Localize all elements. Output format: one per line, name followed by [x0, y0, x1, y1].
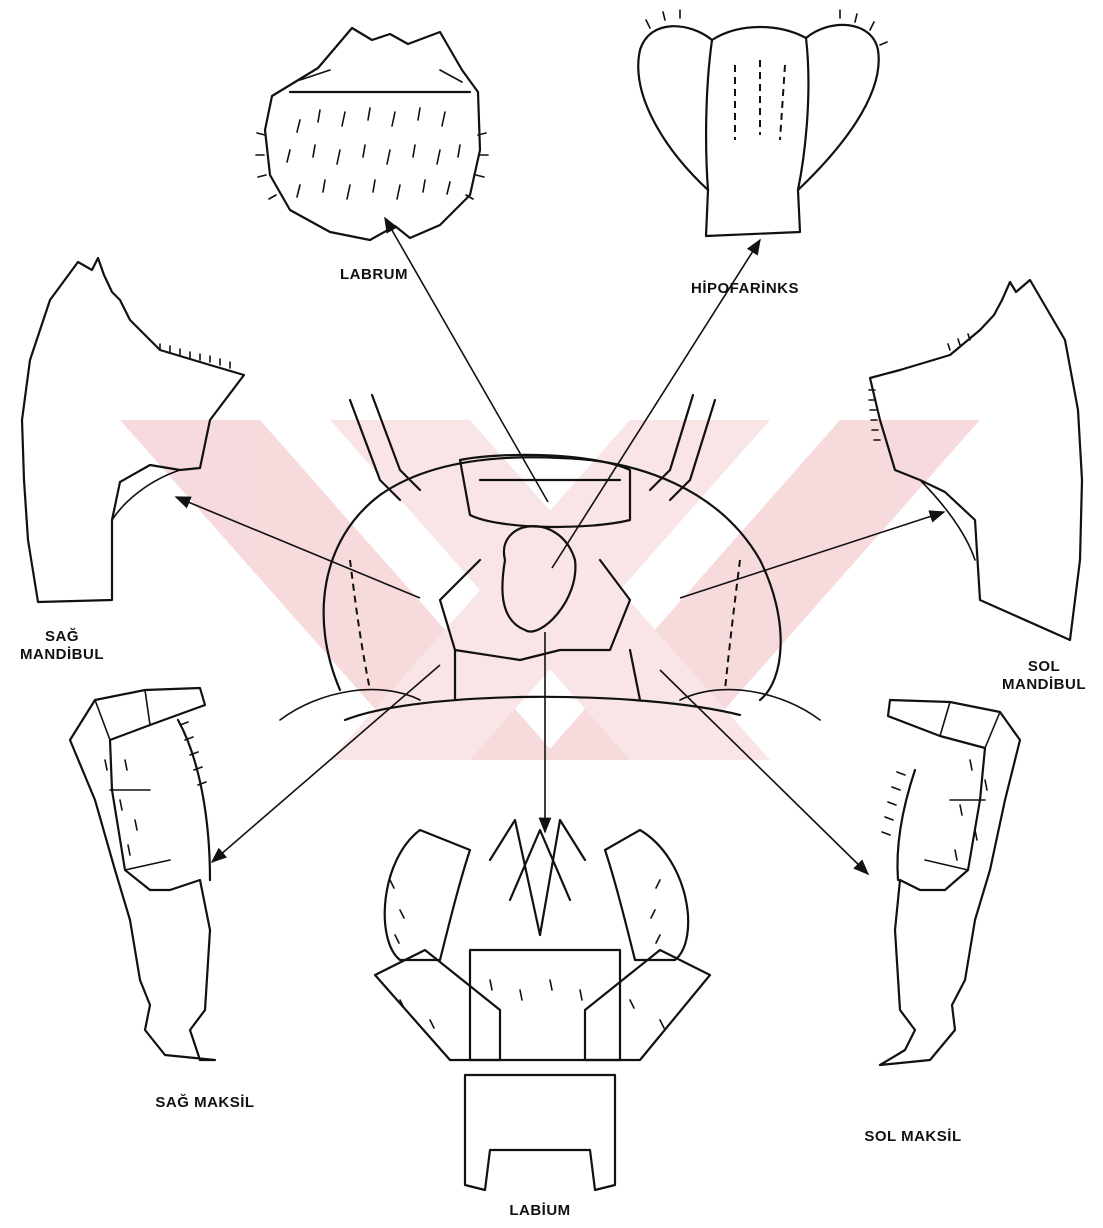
label-right-mandible-line2: MANDİBUL [2, 646, 122, 664]
labium-drawing [375, 820, 710, 1190]
watermark [120, 420, 980, 760]
label-left-maxilla: SOL MAKSİL [828, 1128, 998, 1146]
left-maxilla-drawing [880, 700, 1020, 1065]
label-labrum: LABRUM [318, 266, 430, 284]
labrum-drawing [256, 28, 488, 240]
label-left-mandible-line1: SOL [985, 658, 1103, 676]
label-left-mandible: SOL MANDİBUL [985, 658, 1103, 694]
label-right-mandible: SAĞ MANDİBUL [2, 628, 122, 664]
label-hipofarinks: HİPOFARİNKS [656, 280, 834, 298]
right-maxilla-drawing [70, 688, 215, 1060]
label-labium: LABİUM [480, 1202, 600, 1220]
label-left-mandible-line2: MANDİBUL [985, 676, 1103, 694]
label-right-mandible-line1: SAĞ [2, 628, 122, 646]
label-right-maxilla: SAĞ MAKSİL [120, 1094, 290, 1112]
hipofarinks-drawing [638, 10, 887, 236]
